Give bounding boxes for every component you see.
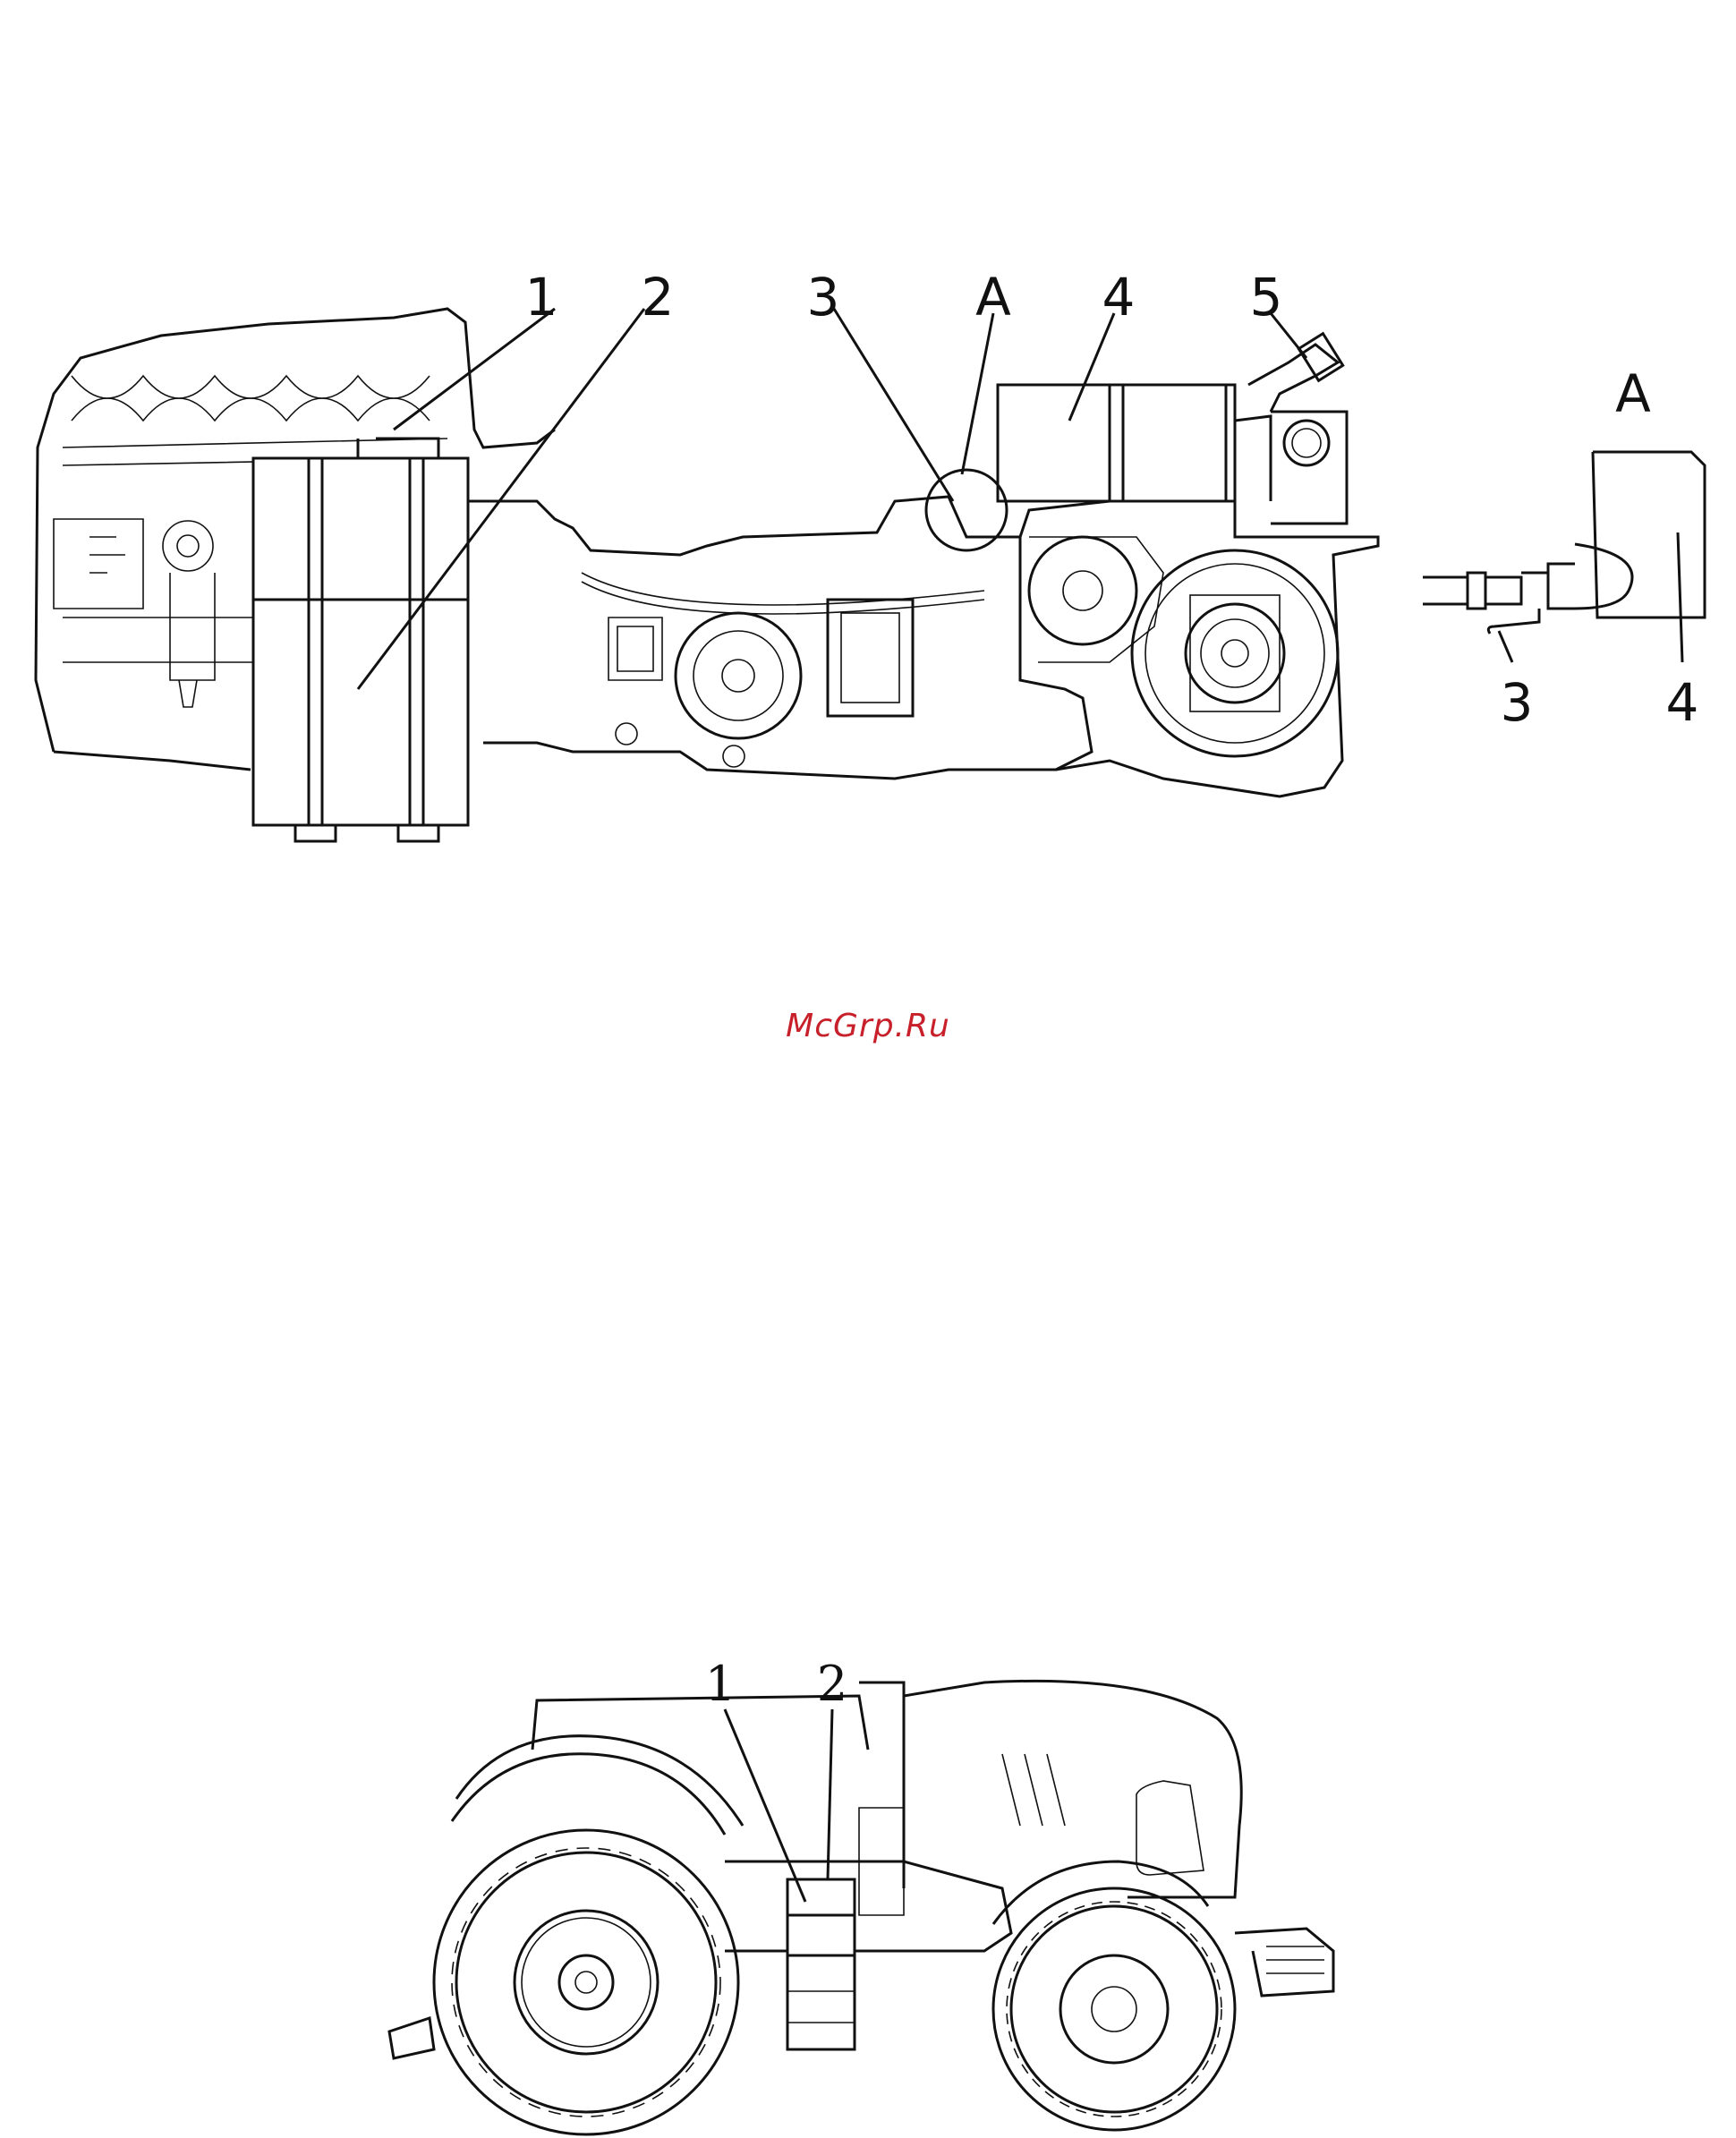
bottom-diagram-tractor [389,1681,1333,2134]
callout-1: 1 [525,267,558,328]
detail-view-title: A [1615,363,1651,424]
detail-callout-3: 3 [1501,672,1534,733]
detail-callout-4: 4 [1666,672,1699,733]
callout-5: 5 [1250,267,1283,328]
callout-A: A [975,267,1011,328]
callout-4: 4 [1102,267,1136,328]
detail-view-a: A 3 4 [1423,363,1705,733]
bottom-callout-2: 2 [817,1656,847,1712]
top-diagram-transmission-assembly [36,309,1378,841]
bottom-leader-lines [725,1709,832,1902]
bottom-callout-1: 1 [705,1656,736,1712]
callout-3: 3 [807,267,840,328]
watermark: McGrp.Ru [0,1008,1736,1044]
bottom-callouts: 1 2 [705,1656,847,1712]
callout-2: 2 [642,267,675,328]
